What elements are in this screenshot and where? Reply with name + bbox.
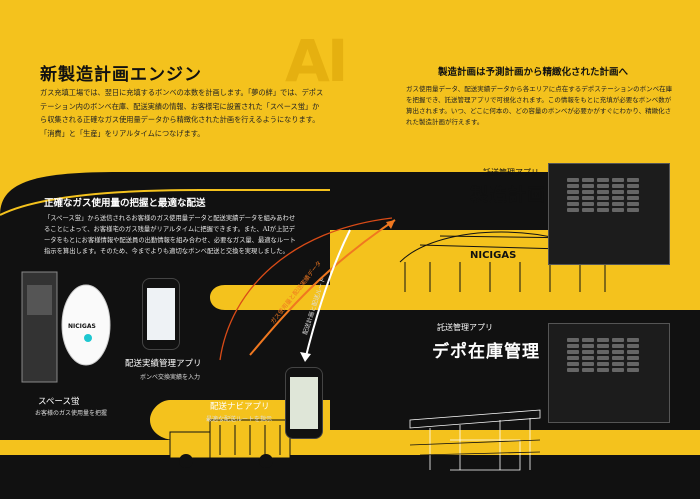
app-name-manufacturing: 託送管理アプリ	[483, 168, 539, 177]
delivery-paragraph: 「スペース蛍」から送信されるお客様のガス使用量データと配送実績データを組みあわせ…	[44, 215, 296, 255]
manufacturing-app-screen	[548, 163, 670, 265]
delivery-record-app-label: 配送実績管理アプリ	[125, 359, 202, 369]
delivery-record-app-sub: ボンベ交換実績を入力	[140, 374, 201, 381]
navi-app-sub: 最適な配送ルートを指示	[206, 416, 273, 423]
black-band-top	[0, 172, 640, 230]
delivery-truck	[169, 419, 291, 468]
navi-phone	[285, 367, 323, 439]
space-hotaru-device	[21, 271, 111, 383]
manufacturing-section-title: 製造計画は予測計画から精緻化された計画へ	[438, 67, 629, 78]
app-title-depot: デポ在庫管理	[432, 342, 540, 362]
svg-text:NICIGAS: NICIGAS	[68, 323, 96, 330]
usage-data-arrow	[249, 219, 396, 356]
app-title-manufacturing: 製造計画	[470, 185, 546, 206]
manufacturing-paragraph: ガス使用量データ、配送実績データから各エリアに点在するデポステーションのボンベ在…	[406, 85, 673, 126]
app-name-depot: 託送管理アプリ	[437, 323, 493, 332]
delivery-record-phone	[142, 278, 180, 350]
delivery-section-title: 正確なガス使用量の把握と最適な配送	[44, 198, 206, 209]
space-hotaru-sub: お客様のガス使用量を把握	[35, 410, 108, 417]
intro-paragraph: ガス充填工場では、翌日に充填するボンベの本数を計画します。「夢の絆」では、デポス…	[40, 88, 324, 138]
ai-mark: AI	[285, 27, 348, 95]
navi-app-label: 配送ナビアプリ	[210, 402, 270, 412]
page-title: 新製造計画エンジン	[40, 65, 202, 85]
depot-app-screen	[548, 323, 670, 423]
nicigas-logo: NICIGAS	[470, 250, 516, 261]
black-band-bottom	[0, 455, 700, 499]
route-arrow	[304, 229, 351, 361]
depot-sketch	[409, 409, 541, 471]
space-hotaru-label: スペース蛍	[38, 397, 80, 407]
